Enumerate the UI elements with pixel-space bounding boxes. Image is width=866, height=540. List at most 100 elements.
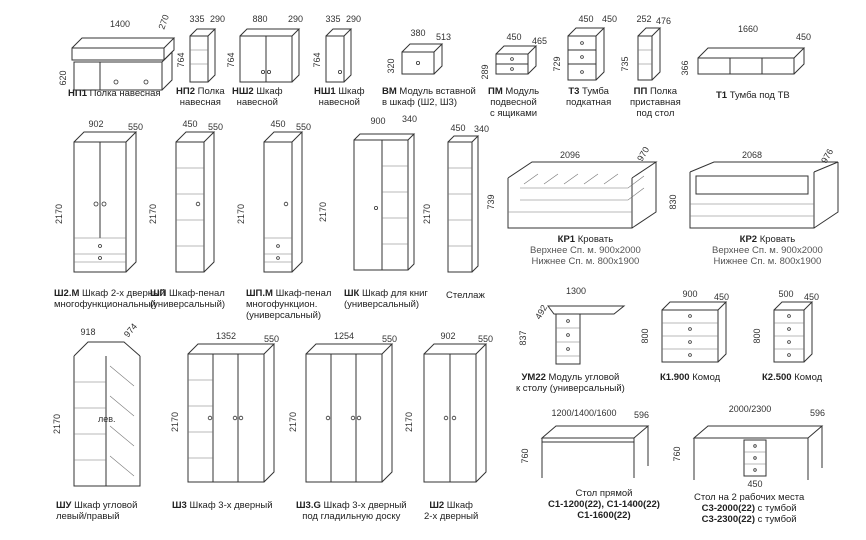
svg-text:2170: 2170	[288, 412, 298, 432]
pp-item: 252 476 735	[620, 14, 674, 84]
svg-text:380: 380	[410, 28, 425, 38]
svg-text:900: 900	[682, 289, 697, 299]
shu-item: 918 974 2170 лев.	[52, 321, 154, 494]
svg-text:1254: 1254	[334, 331, 354, 341]
svg-text:2096: 2096	[560, 150, 580, 160]
svg-text:739: 739	[486, 194, 496, 209]
svg-text:2170: 2170	[170, 412, 180, 432]
svg-text:450: 450	[804, 292, 819, 302]
stel-caption: Стеллаж	[446, 290, 485, 301]
svg-text:450: 450	[578, 14, 593, 24]
svg-text:252: 252	[636, 14, 651, 24]
pm-item: 450 465 289	[480, 32, 547, 82]
k2500-caption: К2.500 Комод	[762, 372, 823, 383]
svg-text:450: 450	[270, 119, 285, 129]
svg-text:550: 550	[382, 334, 397, 344]
np1-caption: НП1 Полка навесная	[68, 88, 161, 99]
shk-item: 900 340 2170	[318, 112, 420, 278]
svg-text:450: 450	[506, 32, 521, 42]
svg-text:2170: 2170	[404, 412, 414, 432]
k1900-caption: К1.900 Комод	[660, 372, 721, 383]
svg-text:340: 340	[474, 124, 489, 134]
svg-text:335: 335	[325, 14, 340, 24]
svg-text:450: 450	[182, 119, 197, 129]
svg-text:2170: 2170	[318, 202, 328, 222]
np1-item: 1400 270 620	[58, 13, 176, 108]
svg-text:450: 450	[747, 479, 762, 489]
um22-item: 1300 492 837	[518, 284, 630, 369]
svg-text:290: 290	[346, 14, 361, 24]
svg-text:492: 492	[533, 303, 549, 321]
svg-text:465: 465	[532, 36, 547, 46]
svg-text:830: 830	[668, 194, 678, 209]
svg-text:902: 902	[88, 119, 103, 129]
svg-text:837: 837	[518, 330, 528, 345]
svg-text:500: 500	[778, 289, 793, 299]
svg-text:902: 902	[440, 331, 455, 341]
svg-text:2170: 2170	[148, 204, 158, 224]
k2500-item: 500 450 800	[752, 288, 832, 368]
svg-text:800: 800	[752, 328, 762, 343]
vm-item: 380 513 320	[386, 26, 451, 81]
svg-text:800: 800	[640, 328, 650, 343]
svg-text:2170: 2170	[422, 204, 432, 224]
svg-text:550: 550	[208, 122, 223, 132]
svg-text:450: 450	[714, 292, 729, 302]
svg-text:970: 970	[635, 145, 651, 163]
svg-text:880: 880	[252, 14, 267, 24]
shu-side-label: лев.	[98, 414, 116, 424]
np1-height: 620	[58, 70, 68, 85]
svg-text:2068: 2068	[742, 150, 762, 160]
svg-text:550: 550	[478, 334, 493, 344]
svg-text:476: 476	[656, 16, 671, 26]
svg-text:550: 550	[128, 122, 143, 132]
svg-text:974: 974	[122, 321, 139, 339]
svg-text:450: 450	[602, 14, 617, 24]
svg-text:289: 289	[480, 64, 490, 79]
shp-item: 450 550 2170	[148, 118, 223, 278]
s1-item: 1200/1400/1600 596 760	[520, 404, 656, 488]
nsh1-item: 335 290 764	[312, 14, 361, 89]
svg-text:2000/2300: 2000/2300	[729, 404, 772, 414]
stel-item: 450 340 2170	[422, 122, 490, 278]
svg-text:1660: 1660	[738, 24, 758, 34]
svg-text:513: 513	[436, 32, 451, 42]
svg-text:335: 335	[189, 14, 204, 24]
svg-text:764: 764	[176, 52, 186, 67]
shpm-item: 450 550 2170	[236, 118, 311, 278]
svg-text:1200/1400/1600: 1200/1400/1600	[551, 408, 616, 418]
shp-caption: ШП Шкаф-пенал(универсальный)	[150, 288, 226, 310]
svg-text:450: 450	[796, 32, 811, 42]
t1-caption: Т1 Тумба под ТВ	[716, 90, 790, 101]
np2-item: 335 290 764	[176, 14, 225, 89]
svg-text:918: 918	[80, 327, 95, 337]
svg-text:596: 596	[634, 410, 649, 420]
nsh2-item: 880 290 764	[226, 14, 305, 89]
svg-text:550: 550	[296, 122, 311, 132]
s3-caption: Стол на 2 рабочих места С3-2000(22) с ту…	[694, 492, 805, 525]
svg-text:1352: 1352	[216, 331, 236, 341]
svg-text:760: 760	[520, 448, 530, 463]
svg-text:2170: 2170	[54, 204, 64, 224]
svg-text:596: 596	[810, 408, 825, 418]
kr1-item: 2096 970 739	[484, 142, 664, 242]
shk-caption: ШК Шкаф для книг(универсальный)	[344, 288, 428, 310]
sh3-item: 1352 550 2170	[170, 330, 282, 490]
sh2m-item: 902 550 2170	[54, 118, 146, 278]
sh3-caption: Ш3 Шкаф 3-х дверный	[172, 500, 273, 511]
k1900-item: 900 450 800	[640, 288, 740, 368]
svg-text:550: 550	[264, 334, 279, 344]
svg-text:900: 900	[370, 116, 385, 126]
